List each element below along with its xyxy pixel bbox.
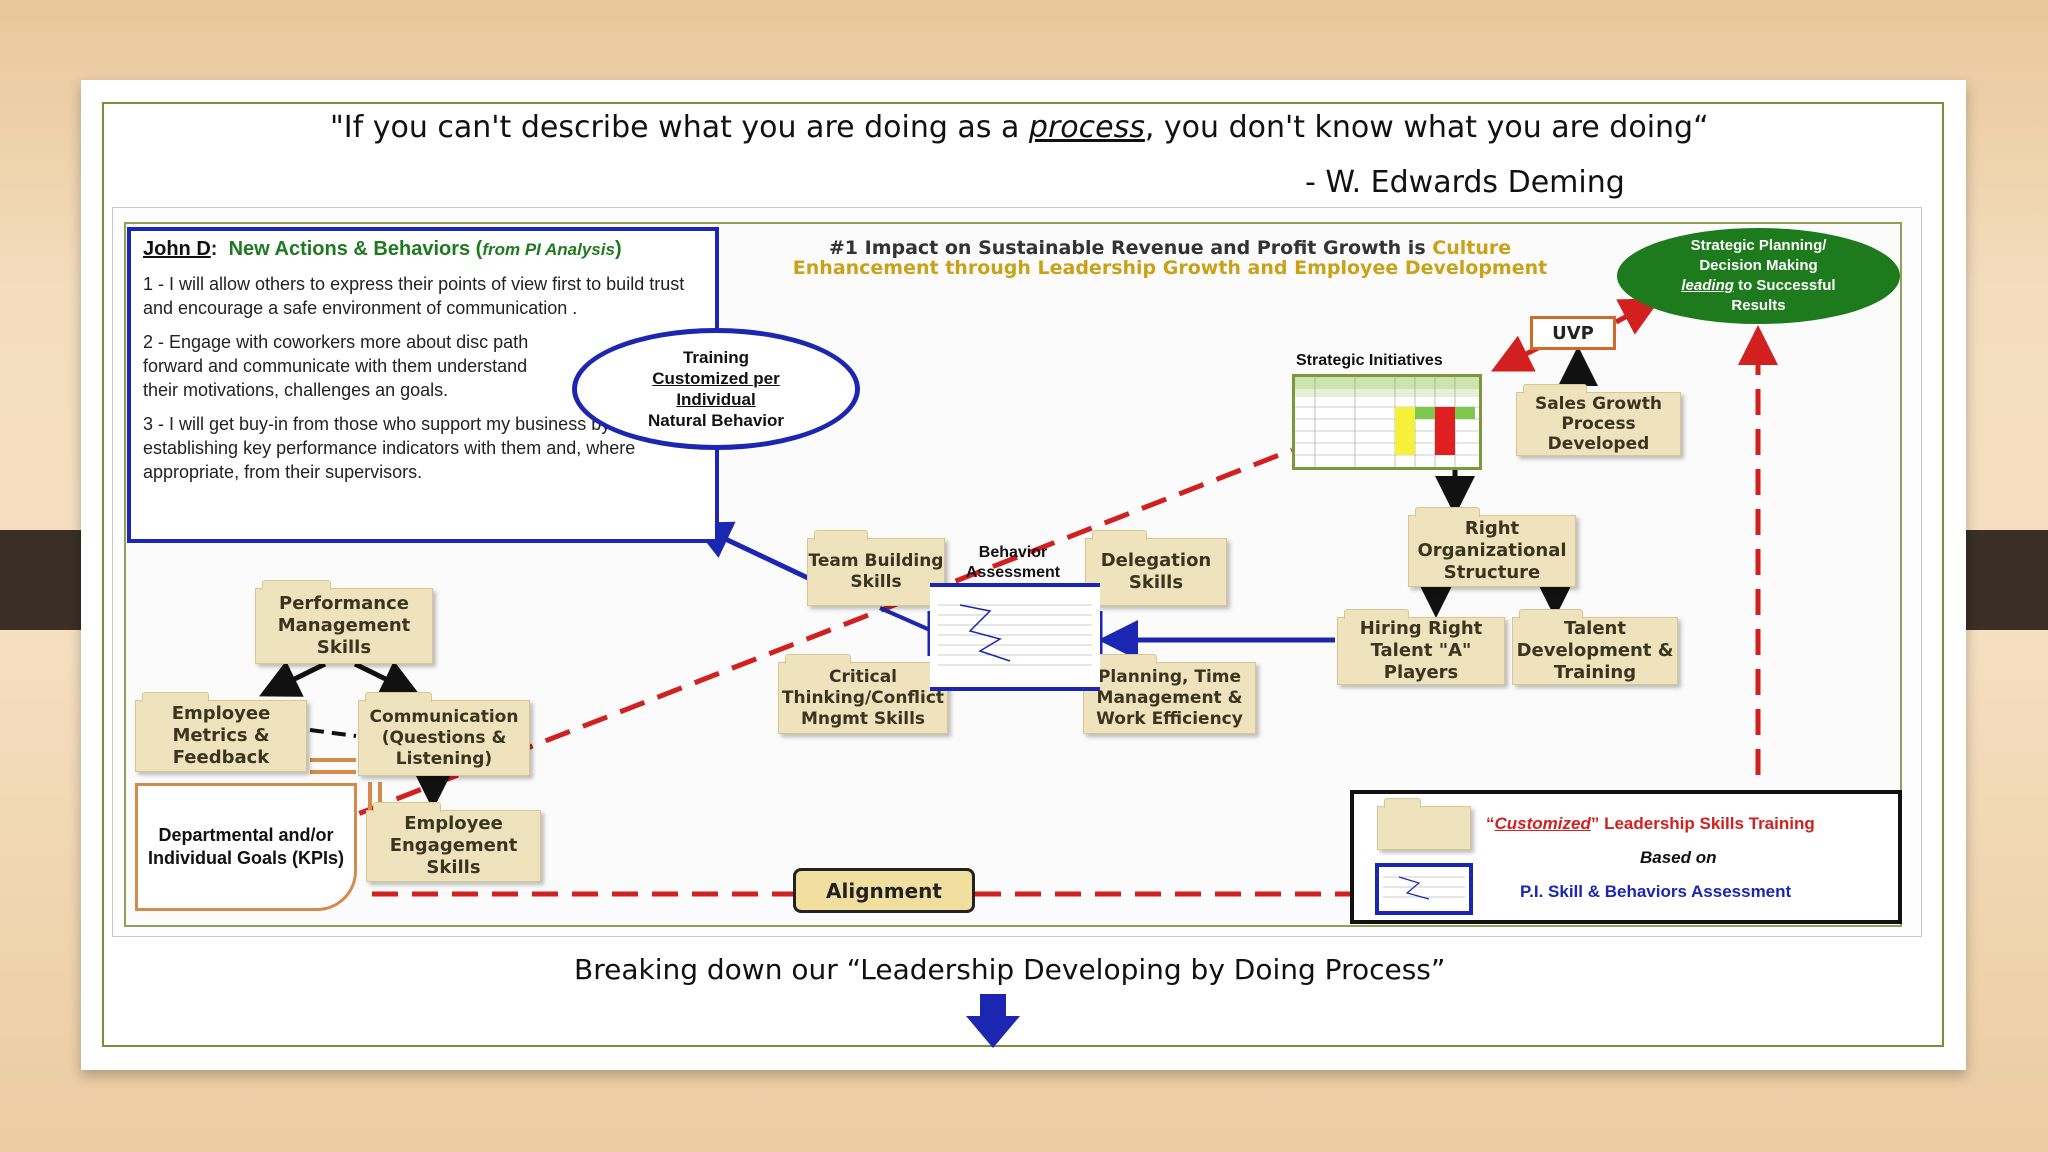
- assessment-thumbnail: [938, 604, 1092, 666]
- red-arrow-uvp-strategic: [1614, 298, 1661, 335]
- legend-pi-text: P.I. Skill & Behaviors Assessment: [1520, 882, 1792, 901]
- behavior-assessment-label: Behavior Assessment: [965, 544, 1061, 581]
- kpi-document: Departmental and/or Individual Goals (KP…: [135, 783, 357, 911]
- folder-team-building: Team Building Skills: [807, 530, 945, 606]
- strategic-initiatives-label: Strategic Initiatives: [1296, 352, 1443, 369]
- folder-performance: Performance Management Skills: [255, 580, 433, 664]
- folder-critical: Critical Thinking/Conflict Mngmt Skills: [778, 654, 948, 734]
- folder-sales-growth: Sales Growth Process Developed: [1516, 384, 1681, 456]
- john-item-3: 3 - I will get buy-in from those who sup…: [143, 414, 636, 482]
- folder-right-org: Right Organizational Structure: [1408, 507, 1576, 587]
- folder-talent: Talent Development & Training: [1512, 609, 1678, 685]
- blue-down-arrow: [966, 994, 1020, 1048]
- strategic-initiatives-sheet: [1292, 374, 1482, 470]
- dash-metrics-comm: [309, 728, 357, 738]
- uvp-box: UVP: [1530, 316, 1616, 350]
- folder-employee-metrics: Employee Metrics & Feedback: [135, 692, 307, 772]
- folder-hiring: Hiring Right Talent "A" Players: [1337, 609, 1505, 685]
- folder-engagement: Employee Engagement Skills: [366, 802, 541, 882]
- training-oval: Training Customized per Individual Natur…: [572, 328, 860, 450]
- legend-customized-text: “Customized” Leadership Skills Training: [1486, 814, 1815, 833]
- john-item-1: 1 - I will allow others to express their…: [143, 274, 685, 318]
- arrow-perf-to-comm: [353, 660, 421, 697]
- john-title: John D: New Actions & Behaviors (from PI…: [143, 238, 622, 260]
- john-item-2: 2 - Engage with coworkers more about dis…: [143, 332, 529, 400]
- arrow-perf-to-metrics: [259, 660, 327, 697]
- quote-emphasis: process: [1028, 110, 1145, 145]
- breaking-down-caption: Breaking down our “Leadership Developing…: [574, 953, 1446, 986]
- quote-text: "If you can't describe what you are doin…: [330, 110, 1709, 145]
- orange-connector: [310, 758, 382, 810]
- quote-author: - W. Edwards Deming: [1305, 165, 1625, 200]
- red-arrow-uvp-initiatives: [1491, 335, 1540, 372]
- strategic-planning-oval: Strategic Planning/ Decision Making lead…: [1617, 228, 1900, 324]
- alignment-box: Alignment: [793, 868, 975, 913]
- folder-communication: Communication (Questions & Listening): [358, 692, 530, 776]
- legend-folder-icon: [1377, 798, 1471, 850]
- legend-assessment-icon: [1375, 863, 1473, 915]
- legend-based-on: Based on: [1640, 848, 1717, 867]
- spreadsheet-thumbnail: [1295, 377, 1479, 467]
- blue-line-team: [879, 606, 931, 632]
- slide-frame: [102, 102, 1944, 1047]
- impact-heading: #1 Impact on Sustainable Revenue and Pro…: [792, 237, 1548, 279]
- behavior-assessment-chart: [930, 583, 1100, 691]
- folder-delegation: Delegation Skills: [1085, 530, 1227, 606]
- folder-planning: Planning, Time Management & Work Efficie…: [1083, 654, 1256, 734]
